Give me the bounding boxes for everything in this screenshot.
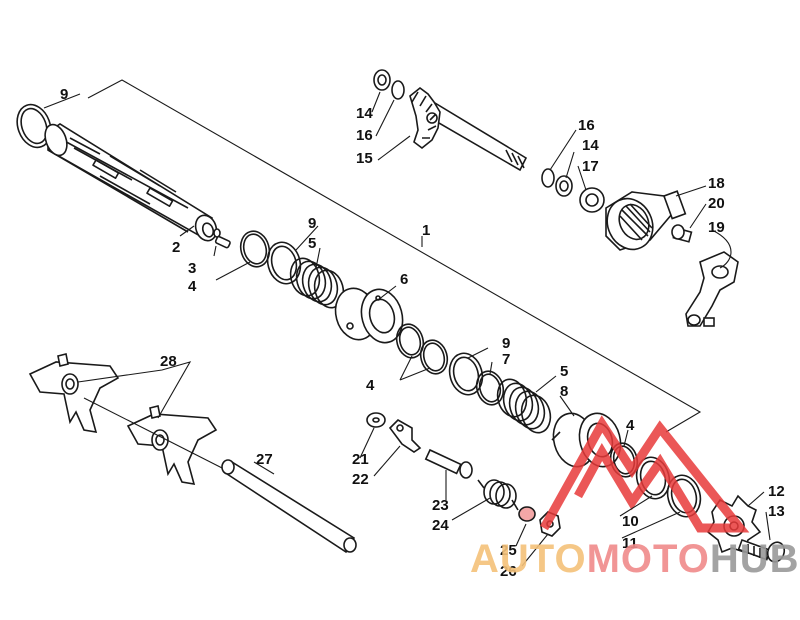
callout-19: 19 [708,219,725,236]
watermark-logo-icon [540,415,750,533]
callout-12: 12 [768,483,785,500]
washer-25 [518,506,536,522]
callout-2: 2 [172,239,180,256]
watermark-auto: AUTO [470,537,587,581]
callout-14b: 14 [582,137,599,154]
bolt-20 [671,224,693,243]
plate-22 [388,419,422,453]
callout-4c: 4 [626,417,635,434]
circlip-4a [239,230,271,268]
callout-27: 27 [256,451,273,468]
bolt-13 [737,538,786,563]
callout-labels: 9 1 2 3 4 9 5 6 14 16 15 16 14 17 18 20 … [60,86,785,580]
callout-13: 13 [768,503,785,520]
callout-11: 11 [622,535,638,552]
callout-21: 21 [352,451,369,468]
callout-22: 22 [352,471,369,488]
callout-25: 25 [500,542,517,559]
collar-8 [551,412,622,468]
callout-28: 28 [160,353,177,370]
svg-text:AUTOMOTOHUB: AUTOMOTOHUB [470,537,800,581]
callout-4b: 4 [366,377,375,394]
callout-9a: 9 [60,86,68,103]
shift-fork-28a [28,353,120,433]
spring-5a [289,257,345,309]
callout-24: 24 [432,517,449,534]
spring-5b [496,378,552,434]
callout-1: 1 [422,222,430,239]
callout-9c: 9 [502,335,510,352]
fork-rod-line [83,397,227,471]
callout-16a: 16 [356,127,373,144]
callout-26: 26 [500,563,517,580]
callout-leaders [43,91,771,567]
fork-rod-27 [221,459,357,554]
circlip-4b2 [419,339,449,375]
watermark-moto: MOTO [587,537,710,581]
callout-17: 17 [582,158,599,175]
callout-14a: 14 [356,105,373,122]
pin-3 [214,235,231,249]
collar-6 [334,287,404,344]
circlip-4b1 [395,323,425,359]
callout-18: 18 [708,175,725,192]
callout-5a: 5 [308,235,316,252]
sensor-18 [605,190,687,251]
callout-9b: 9 [308,215,316,232]
washer-14b [555,175,573,197]
shift-fork-28b [126,405,218,485]
callout-3: 3 [188,260,196,277]
watermark-wordmark: AUTOMOTOHUB [470,537,800,581]
shift-shaft-15 [409,86,528,172]
callout-5b: 5 [560,363,568,380]
pin-23 [424,448,473,479]
callout-6: 6 [400,271,408,288]
watermark-hub: HUB [710,537,800,581]
washer-21 [366,412,386,428]
clip-16b [541,168,555,188]
bearing-17 [579,187,605,213]
clip-16a [391,80,405,100]
callout-10: 10 [622,513,639,530]
callout-8: 8 [560,383,568,400]
shift-arm-19 [685,251,739,327]
assembly-bracket [87,79,702,433]
callout-7: 7 [502,351,510,368]
washer-9c [448,352,484,396]
washer-14a [373,69,391,91]
callout-4a: 4 [188,278,197,295]
callout-20: 20 [708,195,725,212]
callout-16b: 16 [578,117,595,134]
shift-drum [16,103,218,242]
callout-23: 23 [432,497,449,514]
callout-15: 15 [356,150,373,167]
spring-24 [477,479,519,511]
